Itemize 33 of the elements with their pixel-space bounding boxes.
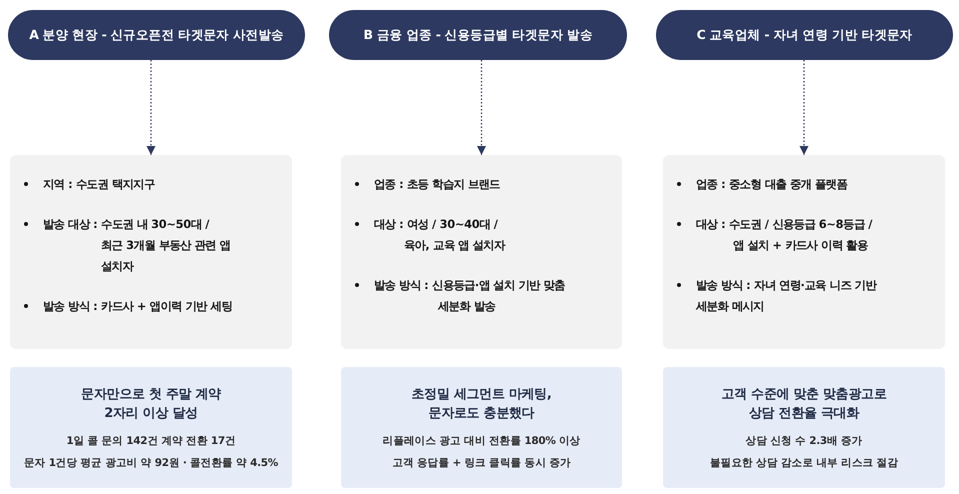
result-panel bbox=[663, 367, 945, 488]
detail-text: 업종 : 중소형 대출 중개 플랫폼 bbox=[696, 176, 847, 193]
result-text: 상담 신청 수 2.3배 증가 bbox=[746, 434, 862, 449]
header-text: B 금융 업종 - 신용등급별 타겟문자 발송 bbox=[364, 26, 592, 44]
detail-text: 업종 : 초등 학습지 브랜드 bbox=[374, 176, 500, 193]
dotted-arrow bbox=[146, 60, 156, 155]
dotted-arrow bbox=[477, 60, 486, 155]
result-text: 리플레이스 광고 대비 전환률 180% 이상 bbox=[382, 434, 580, 449]
header-text: C 교육업체 - 자녀 연령 기반 타겟문자 bbox=[696, 26, 912, 44]
category-header bbox=[329, 10, 627, 60]
result-text: 1일 콜 문의 142건 계약 전환 17건 bbox=[66, 434, 236, 449]
result-panel bbox=[341, 367, 622, 488]
result-panel bbox=[10, 367, 292, 488]
detail-text: 발송 방식 : 신용등급·앱 설치 기반 맞춤 세분화 발송 bbox=[374, 277, 566, 315]
detail-text: 발송 방식 : 자녀 연령·교육 니즈 기반 세분화 메시지 bbox=[696, 277, 878, 315]
detail-text: 지역 : 수도권 택지지구 bbox=[43, 176, 155, 193]
detail-text: 대상 : 여성 / 30~40대 / 육아, 교육 앱 설치자 bbox=[374, 216, 506, 254]
details-panel bbox=[663, 155, 945, 349]
detail-text: 발송 방식 : 카드사 + 앱이력 기반 세팅 bbox=[43, 298, 232, 315]
header-text: A 분양 현장 - 신규오픈전 타겟문자 사전발송 bbox=[29, 26, 284, 44]
dotted-arrow bbox=[800, 60, 808, 155]
result-text: 고객 응답률 + 링크 클릭률 동시 증가 bbox=[392, 456, 571, 471]
result-text: 문자 1건당 평균 광고비 약 92원 · 콜전환률 약 4.5% bbox=[24, 456, 278, 471]
detail-text: 발송 대상 : 수도권 내 30~50대 / 최근 3개월 부동산 관련 앱 설치자 bbox=[43, 216, 232, 275]
result-title: 문자만으로 첫 주말 계약 2자리 이상 달성 bbox=[80, 386, 222, 423]
result-title: 고객 수준에 맞춘 맞춤광고로 상담 전환율 극대화 bbox=[720, 386, 888, 423]
result-text: 불필요한 상담 감소로 내부 리스크 절감 bbox=[710, 456, 898, 471]
category-header bbox=[656, 10, 953, 60]
details-panel bbox=[341, 155, 622, 349]
detail-text: 대상 : 수도권 / 신용등급 6~8등급 / 앱 설치 + 카드사 이력 활용 bbox=[696, 216, 874, 254]
result-title: 초정밀 세그먼트 마케팅, 문자로도 충분했다 bbox=[410, 386, 553, 423]
category-header bbox=[8, 10, 305, 60]
details-panel bbox=[10, 155, 292, 349]
